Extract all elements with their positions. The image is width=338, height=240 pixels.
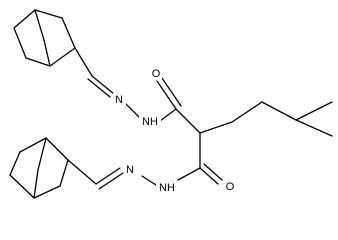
atom-nh-upper: NH xyxy=(139,115,161,129)
atom-n-upper-imine: N xyxy=(113,93,126,107)
atom-o-lower: O xyxy=(224,180,237,194)
isopentyl-chain xyxy=(199,101,333,137)
lower-norbornane-ring xyxy=(9,137,69,199)
upper-norbornane-ring xyxy=(13,9,76,67)
lower-hydrazone-chain xyxy=(67,159,157,190)
atom-label-nh-lower: NH xyxy=(159,182,175,194)
atom-nh-lower: NH xyxy=(156,181,178,195)
atom-label-o-upper: O xyxy=(152,68,161,80)
upper-hydrazone-chain xyxy=(74,47,177,122)
molecule-diagram: O N NH O NH N xyxy=(9,9,333,199)
atom-o-upper: O xyxy=(149,66,162,80)
molecule-svg: O N NH O NH N xyxy=(9,9,333,199)
atom-label-nh-upper: NH xyxy=(142,116,158,128)
upper-carbonyl xyxy=(156,77,201,134)
atom-label-n-upper-imine: N xyxy=(115,94,123,106)
atom-label-n-lower-imine: N xyxy=(126,164,134,176)
atom-n-lower-imine: N xyxy=(124,163,137,177)
atom-label-o-lower: O xyxy=(226,181,235,193)
lower-carbonyl xyxy=(177,132,223,185)
